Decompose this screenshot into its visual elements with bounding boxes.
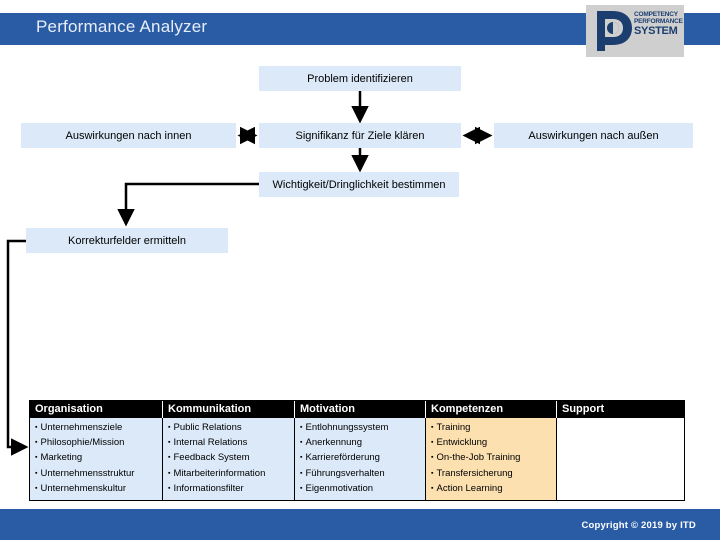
matrix-list-item: Unternehmensstruktur [35,467,158,482]
flow-box-auswirkungen-nach-aussen[interactable]: Auswirkungen nach außen [494,123,693,148]
matrix-cell-motivation: EntlohnungssystemAnerkennungKarriereförd… [295,417,426,500]
matrix-list-item: Unternehmensziele [35,421,158,436]
flow-box-auswirkungen-nach-innen[interactable]: Auswirkungen nach innen [21,123,236,148]
matrix-header-support: Support [557,401,684,418]
logo-line-2: PERFORMANCE [634,17,683,25]
matrix-list-item: Entlohnungssystem [300,421,421,436]
competency-matrix-table: Organisation Kommunikation Motivation Ko… [29,400,685,501]
matrix-list-item: Feedback System [168,451,290,466]
matrix-list-motivation: EntlohnungssystemAnerkennungKarriereförd… [300,421,421,497]
matrix-cell-kommunikation: Public RelationsInternal RelationsFeedba… [163,417,295,500]
connector-wichtigkeit-to-korrekturfelder [117,182,259,227]
matrix-list-item: Unternehmenskultur [35,482,158,497]
connector-korrekturfelder-to-matrix [6,239,29,456]
matrix-body-row: UnternehmenszielePhilosophie/MissionMark… [30,417,684,500]
matrix-list-kompetenzen: TrainingEntwicklungOn-the-Job TrainingTr… [431,421,552,497]
flow-box-problem-identifizieren[interactable]: Problem identifizieren [259,66,461,91]
flow-box-signifikanz-fuer-ziele-klaeren[interactable]: Signifikanz für Ziele klären [259,123,461,148]
flow-box-korrekturfelder-ermitteln[interactable]: Korrekturfelder ermitteln [26,228,228,253]
matrix-list-item: Mitarbeiterinformation [168,467,290,482]
matrix-list-item: Philosophie/Mission [35,436,158,451]
matrix-list-organisation: UnternehmenszielePhilosophie/MissionMark… [35,421,158,497]
matrix-list-item: On-the-Job Training [431,451,552,466]
matrix-list-item: Transfersicherung [431,467,552,482]
matrix-header-organisation: Organisation [30,401,163,418]
matrix-cell-support [557,417,684,500]
matrix-list-item: Anerkennung [300,436,421,451]
copyright-text: Copyright © 2019 by ITD [581,520,696,531]
matrix-list-item: Public Relations [168,421,290,436]
matrix-cell-kompetenzen: TrainingEntwicklungOn-the-Job TrainingTr… [426,417,557,500]
page-title: Performance Analyzer [36,17,208,36]
logo-p-monogram-icon [597,11,632,51]
matrix-list-item: Informationsfilter [168,482,290,497]
matrix-header-kompetenzen: Kompetenzen [426,401,557,418]
matrix-list-item: Führungsverhalten [300,467,421,482]
logo-line-1: COMPETENCY [634,11,678,18]
logo-line-3: SYSTEM [634,25,678,38]
matrix-list-item: Action Learning [431,482,552,497]
matrix-list-item: Karriereförderung [300,451,421,466]
matrix-list-item: Eigenmotivation [300,482,421,497]
footer-bar [0,509,720,540]
matrix-list-kommunikation: Public RelationsInternal RelationsFeedba… [168,421,290,497]
matrix-list-item: Internal Relations [168,436,290,451]
flow-box-wichtigkeit-dringlichkeit[interactable]: Wichtigkeit/Dringlichkeit bestimmen [259,172,459,197]
matrix-cell-organisation: UnternehmenszielePhilosophie/MissionMark… [30,417,163,500]
logo-text: COMPETENCY PERFORMANCE SYSTEM [634,11,684,38]
matrix-header-kommunikation: Kommunikation [163,401,295,418]
matrix-list-item: Entwicklung [431,436,552,451]
matrix-header-row: Organisation Kommunikation Motivation Ko… [30,401,684,418]
logo: COMPETENCY PERFORMANCE SYSTEM [586,5,684,57]
matrix-list-item: Marketing [35,451,158,466]
matrix-list-item: Training [431,421,552,436]
matrix-header-motivation: Motivation [295,401,426,418]
